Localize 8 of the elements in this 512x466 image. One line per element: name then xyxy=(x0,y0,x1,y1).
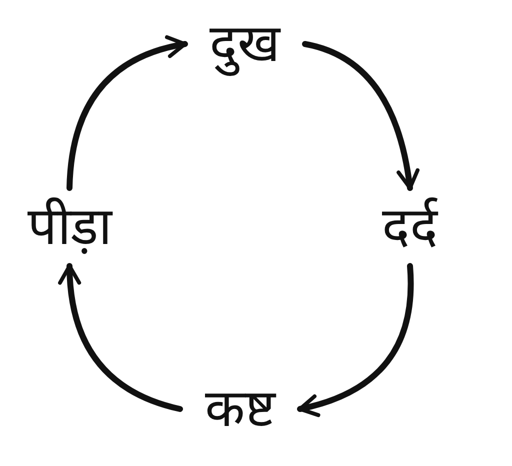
word-label: कष्ट xyxy=(205,378,275,440)
word-label: दुख xyxy=(210,12,280,76)
curved-arrow xyxy=(66,36,188,191)
word-label: पीड़ा xyxy=(28,196,112,258)
curved-arrow xyxy=(302,41,419,191)
curved-arrow xyxy=(58,263,183,412)
word-label: दर्द xyxy=(382,196,438,258)
curved-arrow xyxy=(297,263,414,416)
